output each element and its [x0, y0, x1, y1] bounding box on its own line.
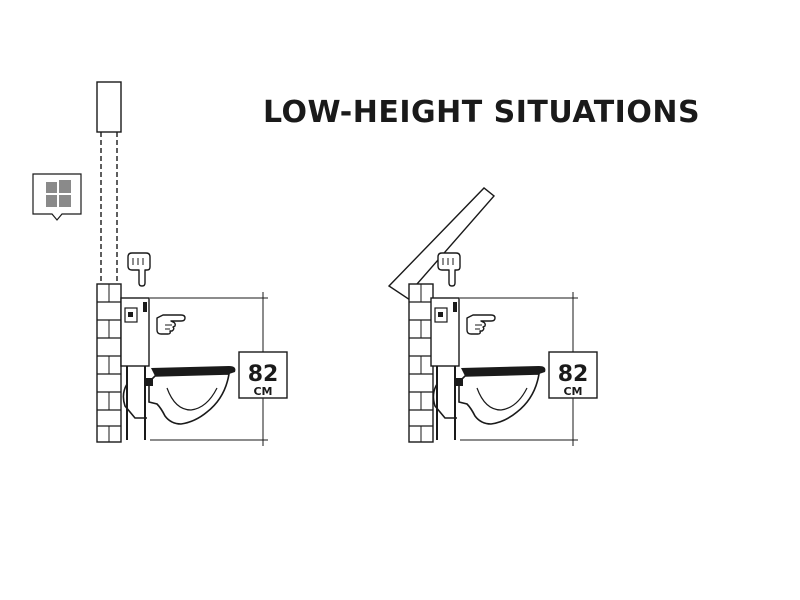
dimension-unit: CM: [563, 385, 582, 398]
pointing-hand-icon: [156, 314, 186, 335]
sloped-roof: [387, 187, 496, 302]
dimension-unit: CM: [253, 385, 272, 398]
pointing-hand-icon: [127, 252, 151, 287]
pointing-hand-icon: [466, 314, 496, 335]
brick-wall: [408, 283, 434, 443]
page-title: LOW-HEIGHT SITUATIONS: [263, 95, 701, 130]
right-installation: 82 CM: [387, 187, 598, 446]
brick-wall: [96, 283, 122, 443]
height-dimension-label: 82 CM: [238, 351, 288, 399]
dimension-value: 82: [558, 362, 589, 387]
height-dimension-label: 82 CM: [548, 351, 598, 399]
left-installation: 82 CM: [32, 81, 288, 446]
pointing-hand-icon: [437, 252, 461, 287]
window-icon: [32, 173, 82, 221]
dimension-value: 82: [248, 362, 279, 387]
